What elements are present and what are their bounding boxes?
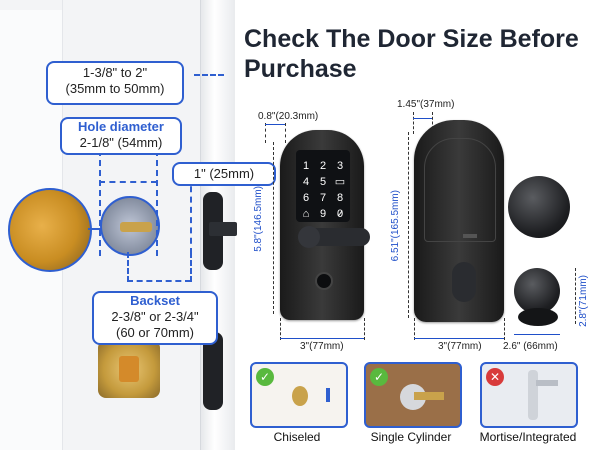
hole-diameter-spec: Hole diameter 2-1/8" (54mm) [60, 117, 182, 155]
key-1[interactable]: 1 [302, 160, 310, 172]
brass-latch-core [119, 356, 139, 382]
front-rose [298, 226, 320, 248]
front-bottom-guide-r [364, 318, 365, 340]
knob-width-arrow [514, 334, 560, 335]
back-height: 6.51"(165.5mm) [390, 190, 401, 262]
backset-line2: (60 or 70mm) [115, 325, 195, 340]
latch-spec: 1" (25mm) [172, 162, 276, 186]
thickness-line1: 1-3/8" to 2" [82, 65, 148, 80]
back-bottom-guide-r [504, 318, 505, 340]
backset-spec: Backset 2-3/8" or 2-3/4" (60 or 70mm) [92, 291, 218, 345]
knob-bottom-rose [518, 308, 558, 326]
latch-value: 1" (25mm) [193, 166, 255, 181]
closeup-connector [88, 228, 102, 230]
backset-line1: 2-3/8" or 2-3/4" [111, 309, 199, 324]
key-3[interactable]: 3 [336, 160, 344, 172]
knob-bottom [514, 268, 560, 314]
front-bottom-arrow [280, 338, 364, 339]
front-height-guide [273, 142, 274, 314]
latch-closeup [8, 188, 92, 272]
key-9[interactable]: 9 [319, 208, 327, 220]
knob-width: 2.6" (66mm) [503, 341, 558, 352]
front-keyhole [315, 272, 333, 290]
front-top-guide-r [285, 123, 286, 143]
back-bottom-width: 3"(77mm) [438, 341, 482, 352]
mortise-handle [536, 380, 558, 386]
mortise-plate [528, 370, 538, 420]
knob-height: 2.8"(71mm) [578, 275, 589, 327]
chiseled-plate [292, 386, 308, 406]
back-height-guide [408, 132, 409, 318]
guide-hole-left [99, 150, 101, 256]
back-bottom-guide-l [414, 318, 415, 340]
key-7[interactable]: 7 [319, 192, 327, 204]
front-keypad [296, 150, 350, 222]
edge-latch-bolt [209, 222, 237, 236]
type-label-single-cylinder: Single Cylinder [370, 430, 452, 444]
guide-latch [190, 176, 192, 254]
thickness-spec: 1-3/8" to 2" (35mm to 50mm) [46, 61, 184, 105]
knob-height-guide [575, 268, 576, 324]
back-top-guide-l [413, 112, 414, 134]
battery-slot [463, 234, 477, 238]
hole-diameter-value: 2-1/8" (54mm) [79, 135, 163, 150]
latch-slot [120, 222, 152, 232]
edge-strike-bottom [203, 332, 223, 410]
key-8[interactable]: 8 [336, 192, 344, 204]
front-bottom-guide-l [280, 318, 281, 340]
key-2[interactable]: 2 [319, 160, 327, 172]
chiseled-edge [326, 388, 330, 402]
page-title: Check The Door Size Before Purchase [244, 25, 579, 83]
front-top-width: 0.8"(20.3mm) [258, 111, 319, 122]
thumbturn[interactable] [452, 262, 476, 302]
front-top-guide-l [265, 123, 266, 143]
type-label-chiseled: Chiseled [273, 430, 321, 444]
lock-icon[interactable]: ⌂ [302, 208, 310, 220]
knob-top [508, 176, 570, 238]
thickness-line2: (35mm to 50mm) [65, 81, 165, 96]
guide-backset [127, 280, 191, 282]
key-0[interactable]: 0 [336, 208, 344, 220]
front-bottom-width: 3"(77mm) [300, 341, 344, 352]
type-card-mortise [480, 362, 578, 428]
check-badge-icon: ✓ [256, 368, 274, 386]
keypad-grid: 1 2 3 4 5 ▭ 6 7 8 ⌂ 9 0 [300, 160, 346, 220]
check-badge-icon: ✓ [370, 368, 388, 386]
guide-backset-left [127, 252, 129, 282]
back-top-arrow [413, 118, 432, 119]
cylinder-key [414, 392, 444, 400]
backset-title: Backset [130, 293, 180, 308]
key-6[interactable]: 6 [302, 192, 310, 204]
battery-cover [424, 138, 496, 242]
guide-hole-right [156, 150, 158, 256]
key-4[interactable]: 4 [302, 176, 310, 188]
key-5[interactable]: 5 [319, 176, 327, 188]
guide-hole-top [99, 181, 157, 183]
type-label-mortise: Mortise/Integrated [479, 430, 577, 444]
hole-diameter-title: Hole diameter [78, 119, 164, 134]
front-height: 5.8"(146.5mm) [253, 186, 264, 252]
guide-thickness [194, 74, 224, 76]
back-bottom-arrow [414, 338, 504, 339]
back-top-guide-r [432, 112, 433, 134]
guide-backset-right [190, 252, 192, 282]
front-top-arrow [265, 124, 285, 125]
check-icon[interactable]: ✓ [336, 209, 345, 220]
card-icon[interactable]: ▭ [334, 176, 346, 188]
cross-badge-icon: ✕ [486, 368, 504, 386]
back-top-width: 1.45"(37mm) [397, 99, 455, 110]
